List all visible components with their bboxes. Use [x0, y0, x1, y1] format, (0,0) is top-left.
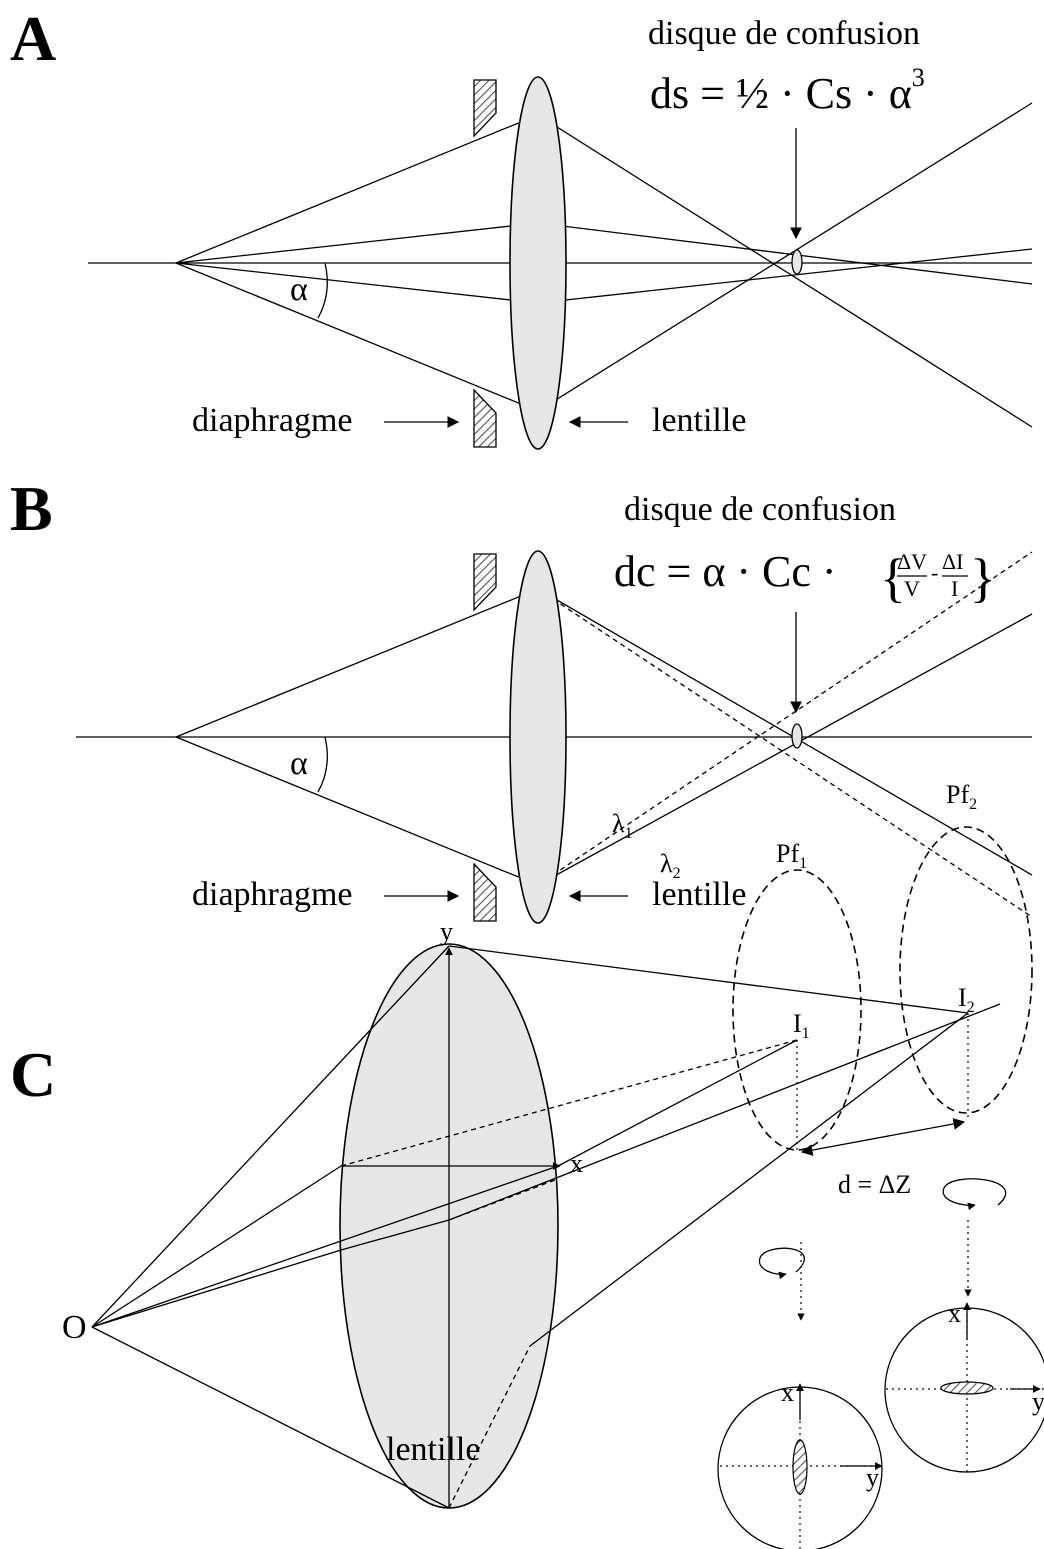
- panel-b-alpha: α: [290, 745, 308, 782]
- panel-a-lens-label: lentille: [652, 402, 746, 439]
- panel-b-brace-open: {: [880, 548, 906, 608]
- panel-c-view2-y: y: [1032, 1387, 1044, 1416]
- panel-b-diaphragm-bottom: [473, 862, 497, 922]
- panel-c-lens-label: lentille: [386, 1431, 480, 1468]
- panel-b-frac1-den: V: [904, 576, 920, 601]
- panel-c-pf1: Pf1: [776, 839, 807, 872]
- panel-b-lens: [509, 550, 567, 924]
- panel-b-confusion-disc: [791, 723, 803, 749]
- panel-a: A disque de confusion ds = ½ · Cs · α3 α…: [10, 3, 1033, 450]
- panel-c-origin: O: [62, 1309, 87, 1346]
- panel-c-view1-x: x: [781, 1378, 794, 1407]
- panel-b-diaphragm-label: diaphragme: [192, 876, 353, 913]
- panel-b-diaphragm-top: [473, 553, 497, 612]
- panel-b-lambda1: λ1: [612, 809, 633, 842]
- panel-a-diaphragm-top: [473, 79, 497, 138]
- panel-c-view2-x: x: [948, 1299, 961, 1328]
- panel-c-axis-y: y: [440, 917, 453, 946]
- panel-b-formula: dc = α · Cc ·: [614, 547, 837, 596]
- panel-a-lens: [509, 76, 567, 450]
- panel-c: C y x O Pf1: [10, 780, 1044, 1549]
- panel-c-spot-2: [940, 1381, 994, 1395]
- panel-b-disc-title: disque de confusion: [624, 491, 896, 528]
- panel-b-lens-label: lentille: [652, 876, 746, 913]
- panel-a-confusion-disc: [791, 249, 803, 275]
- panel-a-disc-title: disque de confusion: [648, 15, 920, 52]
- panel-c-i1: I1: [793, 1009, 810, 1042]
- panel-c-pf2: Pf2: [946, 780, 977, 813]
- panel-a-rays: [175, 102, 1033, 428]
- panel-c-rays: [91, 945, 1001, 1509]
- panel-c-spot-1: [792, 1439, 808, 1495]
- panel-c-view1-y: y: [866, 1463, 879, 1492]
- panel-b-brace-close: }: [970, 548, 996, 608]
- panel-b-frac2-num: ΔI: [942, 549, 963, 574]
- panel-c-rotation-2: [942, 1178, 1007, 1211]
- panel-b-frac-op: -: [931, 560, 938, 585]
- panel-a-alpha: α: [290, 271, 308, 308]
- panel-c-letter: C: [10, 1039, 56, 1110]
- panel-b-lambda2: λ2: [660, 849, 681, 882]
- panel-a-diaphragm-bottom: [473, 388, 497, 448]
- panel-a-letter: A: [10, 3, 56, 74]
- panel-a-alpha-arc: [317, 262, 328, 319]
- panel-c-section-view-1: x y: [717, 1378, 883, 1549]
- panel-c-rotation-1: [758, 1247, 805, 1280]
- panel-c-distance: d = ΔZ: [838, 1170, 911, 1199]
- panel-c-distance-arrow: [800, 1118, 966, 1156]
- panel-b-frac1-num: ΔV: [897, 549, 927, 574]
- panel-b: B disque de confusion dc = α · Cc · { ΔV…: [10, 473, 1033, 924]
- panel-c-i2: I2: [958, 983, 975, 1016]
- panel-b-letter: B: [10, 473, 53, 544]
- panel-a-diaphragm-label: diaphragme: [192, 402, 353, 439]
- panel-b-frac2-den: I: [951, 576, 958, 601]
- panel-c-section-view-2: x y: [884, 1299, 1044, 1473]
- panel-c-focal-plane-2: [899, 826, 1033, 1114]
- panel-a-formula: ds = ½ · Cs · α3: [650, 63, 925, 118]
- panel-b-alpha-arc: [317, 736, 328, 793]
- panel-c-focal-plane-1: [732, 869, 862, 1151]
